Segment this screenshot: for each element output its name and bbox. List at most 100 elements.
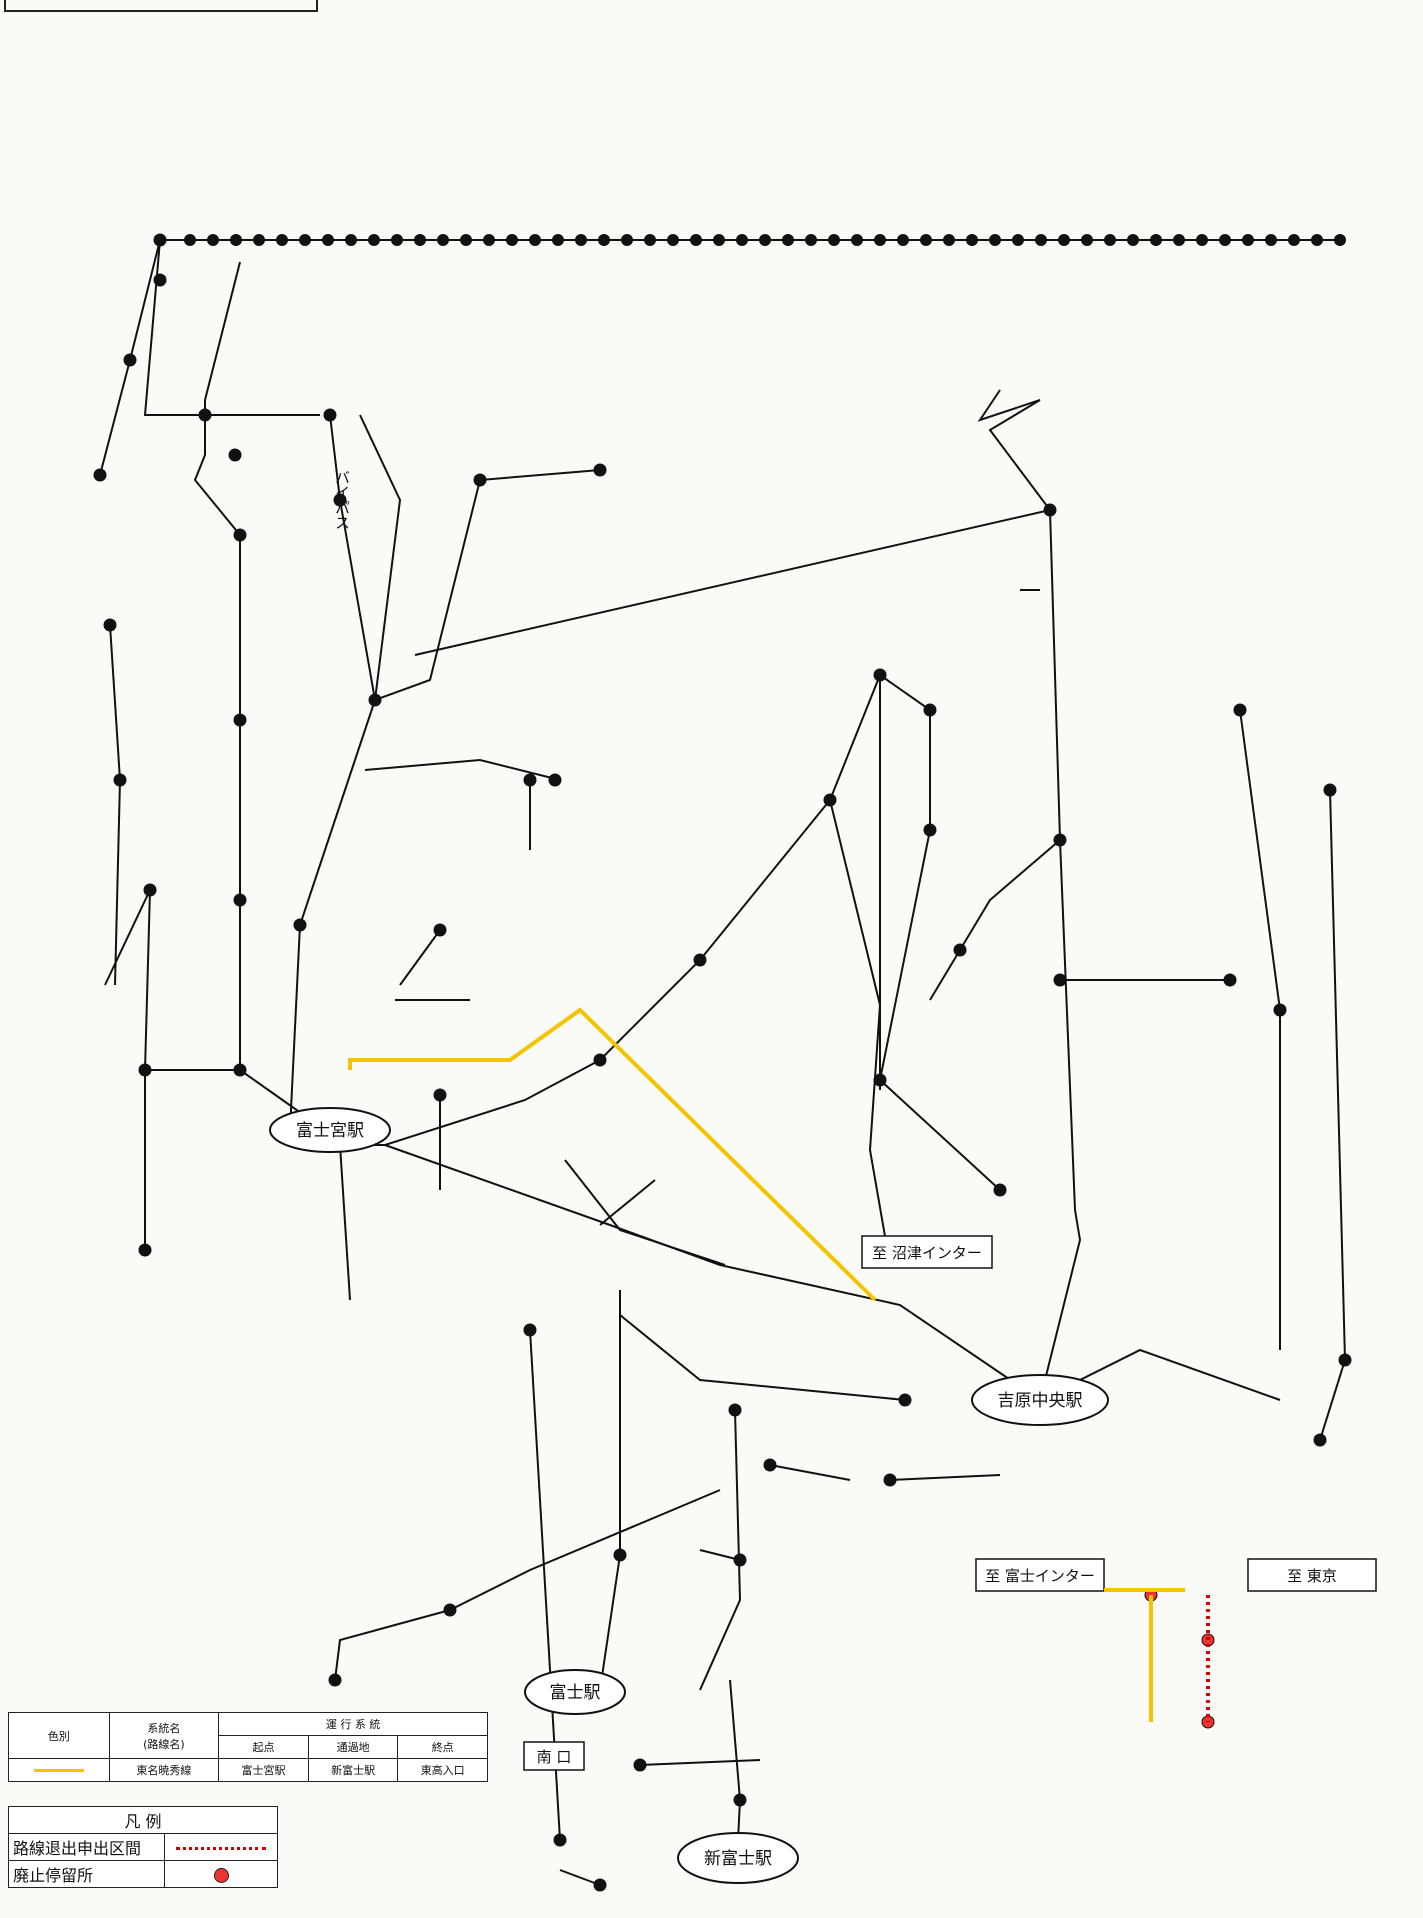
bus-stop[interactable] (276, 234, 288, 246)
bus-stop-56[interactable] (633, 1758, 647, 1772)
bus-stop[interactable] (184, 234, 196, 246)
bus-stop[interactable] (506, 234, 518, 246)
bus-stop-24[interactable] (548, 773, 562, 787)
bus-stop[interactable] (230, 234, 242, 246)
bus-stop[interactable] (1242, 234, 1254, 246)
bus-stop-51[interactable] (733, 1553, 747, 1567)
bus-stop-23[interactable] (593, 463, 607, 477)
bus-stop-40[interactable] (1233, 703, 1247, 717)
bus-stop-54[interactable] (733, 1793, 747, 1807)
bus-stop[interactable] (414, 234, 426, 246)
bus-stop-2[interactable] (123, 353, 137, 367)
bus-stop-45[interactable] (553, 1833, 567, 1847)
bus-stop-26[interactable] (593, 1053, 607, 1067)
bus-stop-11[interactable] (138, 1243, 152, 1257)
bus-stop-5[interactable] (228, 448, 242, 462)
bus-stop[interactable] (529, 234, 541, 246)
bus-stop[interactable] (943, 234, 955, 246)
bus-stop-13[interactable] (103, 618, 117, 632)
bus-stop[interactable] (299, 234, 311, 246)
bus-stop-41[interactable] (1323, 783, 1337, 797)
bus-stop-49[interactable] (883, 1473, 897, 1487)
bus-stop[interactable] (690, 234, 702, 246)
bus-stop[interactable] (1150, 234, 1162, 246)
bus-stop[interactable] (598, 234, 610, 246)
bus-stop[interactable] (437, 234, 449, 246)
bus-stop-28[interactable] (823, 793, 837, 807)
bus-stop[interactable] (644, 234, 656, 246)
bus-stop-48[interactable] (898, 1393, 912, 1407)
bus-stop-52[interactable] (443, 1603, 457, 1617)
bus-stop-44[interactable] (523, 1323, 537, 1337)
bus-stop[interactable] (1104, 234, 1116, 246)
bus-stop[interactable] (1311, 234, 1323, 246)
bus-stop[interactable] (805, 234, 817, 246)
bus-stop[interactable] (1173, 234, 1185, 246)
bus-stop[interactable] (989, 234, 1001, 246)
bus-stop-33[interactable] (993, 1183, 1007, 1197)
bus-stop-57[interactable] (328, 1673, 342, 1687)
bus-stop-9[interactable] (233, 1063, 247, 1077)
terminal-fuji-station[interactable]: 富士駅 (524, 1669, 626, 1715)
bus-stop-17[interactable] (368, 693, 382, 707)
bus-stop[interactable] (966, 234, 978, 246)
bus-stop-10[interactable] (138, 1063, 152, 1077)
bus-stop-3[interactable] (93, 468, 107, 482)
bus-stop[interactable] (345, 234, 357, 246)
bus-stop-58[interactable] (593, 1878, 607, 1892)
bus-stop-46[interactable] (613, 1548, 627, 1562)
bus-stop[interactable] (322, 234, 334, 246)
bus-stop-53[interactable] (728, 1403, 742, 1417)
bus-stop-12[interactable] (143, 883, 157, 897)
bus-stop[interactable] (667, 234, 679, 246)
bus-stop-21[interactable] (433, 923, 447, 937)
bus-stop[interactable] (874, 234, 886, 246)
bus-stop-32[interactable] (873, 1073, 887, 1087)
bus-stop-27[interactable] (693, 953, 707, 967)
bus-stop-35[interactable] (1053, 833, 1067, 847)
bus-stop-31[interactable] (923, 823, 937, 837)
bus-stop[interactable] (1288, 234, 1300, 246)
bus-stop[interactable] (920, 234, 932, 246)
bus-stop[interactable] (1012, 234, 1024, 246)
bus-stop-22[interactable] (473, 473, 487, 487)
bus-stop[interactable] (391, 234, 403, 246)
bus-stop[interactable] (897, 234, 909, 246)
bus-stop[interactable] (782, 234, 794, 246)
bus-stop-37[interactable] (1053, 973, 1067, 987)
bus-stop[interactable] (736, 234, 748, 246)
bus-stop[interactable] (621, 234, 633, 246)
bus-stop[interactable] (552, 234, 564, 246)
bus-stop-20[interactable] (433, 1088, 447, 1102)
terminal-fujinomiya-station[interactable]: 富士宮駅 (269, 1107, 391, 1153)
terminal-shinfuji-station[interactable]: 新富士駅 (677, 1832, 799, 1884)
bus-stop[interactable] (1334, 234, 1346, 246)
bus-stop-36[interactable] (1043, 503, 1057, 517)
bus-stop-50[interactable] (763, 1458, 777, 1472)
bus-stop-43[interactable] (1313, 1433, 1327, 1447)
bus-stop[interactable] (1127, 234, 1139, 246)
bus-stop-7[interactable] (233, 713, 247, 727)
bus-stop-16[interactable] (333, 493, 347, 507)
bus-stop[interactable] (851, 234, 863, 246)
bus-stop-6[interactable] (233, 528, 247, 542)
bus-stop-42[interactable] (1338, 1353, 1352, 1367)
terminal-yoshiwara-chuo-station[interactable]: 吉原中央駅 (971, 1374, 1109, 1426)
bus-stop-1[interactable] (153, 273, 167, 287)
bus-stop[interactable] (1219, 234, 1231, 246)
bus-stop-15[interactable] (323, 408, 337, 422)
bus-stop[interactable] (1081, 234, 1093, 246)
bus-stop[interactable] (253, 234, 265, 246)
bus-stop[interactable] (1035, 234, 1047, 246)
bus-stop[interactable] (759, 234, 771, 246)
bus-stop[interactable] (1265, 234, 1277, 246)
bus-stop[interactable] (483, 234, 495, 246)
bus-stop[interactable] (1058, 234, 1070, 246)
bus-stop-8[interactable] (233, 893, 247, 907)
bus-stop[interactable] (828, 234, 840, 246)
bus-stop-39[interactable] (1273, 1003, 1287, 1017)
bus-stop-0[interactable] (153, 233, 167, 247)
bus-stop-30[interactable] (923, 703, 937, 717)
bus-stop-29[interactable] (873, 668, 887, 682)
bus-stop[interactable] (713, 234, 725, 246)
